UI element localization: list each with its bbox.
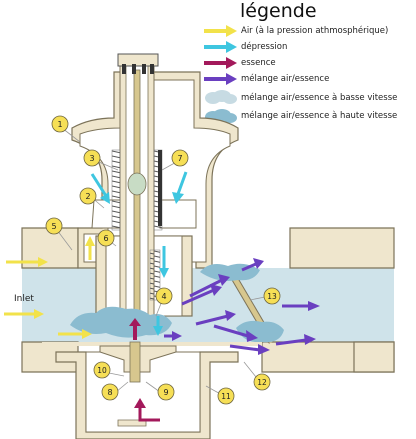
callout-12: 12 <box>254 374 270 390</box>
callout-2: 2 <box>80 188 96 204</box>
needle <box>134 70 140 322</box>
callout-6: 6 <box>98 230 114 246</box>
svg-text:3: 3 <box>89 154 94 163</box>
callout-3: 3 <box>84 150 100 166</box>
svg-text:5: 5 <box>51 222 56 231</box>
callout-9: 9 <box>158 384 174 400</box>
svg-text:4: 4 <box>161 292 166 301</box>
callout-4: 4 <box>156 288 172 304</box>
float-needle <box>130 342 140 382</box>
callout-13: 13 <box>264 288 280 304</box>
svg-text:12: 12 <box>257 378 267 387</box>
svg-text:9: 9 <box>163 388 168 397</box>
svg-text:8: 8 <box>107 388 112 397</box>
callout-8: 8 <box>102 384 118 400</box>
svg-text:11: 11 <box>221 392 231 401</box>
callout-11: 11 <box>218 388 234 404</box>
inlet-label: Inlet <box>14 294 34 304</box>
svg-text:10: 10 <box>97 366 107 375</box>
spring-left <box>112 150 120 230</box>
svg-text:2: 2 <box>85 192 90 201</box>
svg-text:13: 13 <box>267 292 277 301</box>
air-passage <box>22 268 394 342</box>
callout-10: 10 <box>94 362 110 378</box>
svg-text:6: 6 <box>103 234 108 243</box>
svg-text:1: 1 <box>57 120 62 129</box>
callout-1: 1 <box>52 116 68 132</box>
svg-text:7: 7 <box>177 154 182 163</box>
right-upper-flange <box>290 228 394 268</box>
valve-ball <box>128 173 146 195</box>
callout-5: 5 <box>46 218 62 234</box>
callout-7: 7 <box>172 150 188 166</box>
